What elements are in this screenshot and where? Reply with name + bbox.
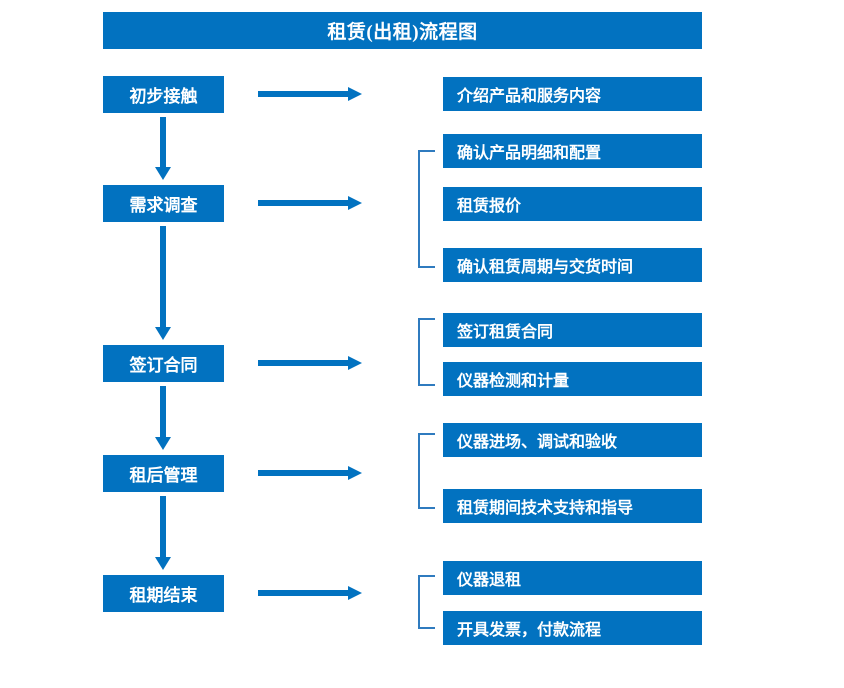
detail-box-9[interactable]: 仪器退租	[443, 561, 702, 595]
stage-box-4[interactable]: 租后管理	[103, 455, 224, 492]
arrow-right-icon-3	[258, 356, 363, 370]
arrow-down-icon-2	[155, 226, 171, 340]
detail-box-4[interactable]: 确认租赁周期与交货时间	[443, 248, 702, 282]
group-bracket-icon-4	[418, 575, 435, 629]
stage-box-2[interactable]: 需求调查	[103, 185, 224, 222]
arrow-right-icon-4	[258, 466, 363, 480]
detail-box-10[interactable]: 开具发票，付款流程	[443, 611, 702, 645]
arrow-down-icon-1	[155, 117, 171, 180]
arrow-down-icon-3	[155, 386, 171, 450]
arrow-right-icon-5	[258, 586, 363, 600]
arrow-right-icon-2	[258, 196, 363, 210]
arrow-down-icon-4	[155, 496, 171, 570]
stage-box-1[interactable]: 初步接触	[103, 76, 224, 113]
page-title: 租赁(出租)流程图	[103, 12, 702, 49]
detail-box-1[interactable]: 介绍产品和服务内容	[443, 77, 702, 111]
detail-box-8[interactable]: 租赁期间技术支持和指导	[443, 489, 702, 523]
stage-box-5[interactable]: 租期结束	[103, 575, 224, 612]
detail-box-5[interactable]: 签订租赁合同	[443, 313, 702, 347]
group-bracket-icon-2	[418, 318, 435, 386]
arrow-right-icon-1	[258, 87, 363, 101]
detail-box-6[interactable]: 仪器检测和计量	[443, 362, 702, 396]
group-bracket-icon-3	[418, 433, 435, 509]
group-bracket-icon-1	[418, 150, 435, 268]
stage-box-3[interactable]: 签订合同	[103, 345, 224, 382]
detail-box-3[interactable]: 租赁报价	[443, 187, 702, 221]
detail-box-2[interactable]: 确认产品明细和配置	[443, 134, 702, 168]
detail-box-7[interactable]: 仪器进场、调试和验收	[443, 423, 702, 457]
